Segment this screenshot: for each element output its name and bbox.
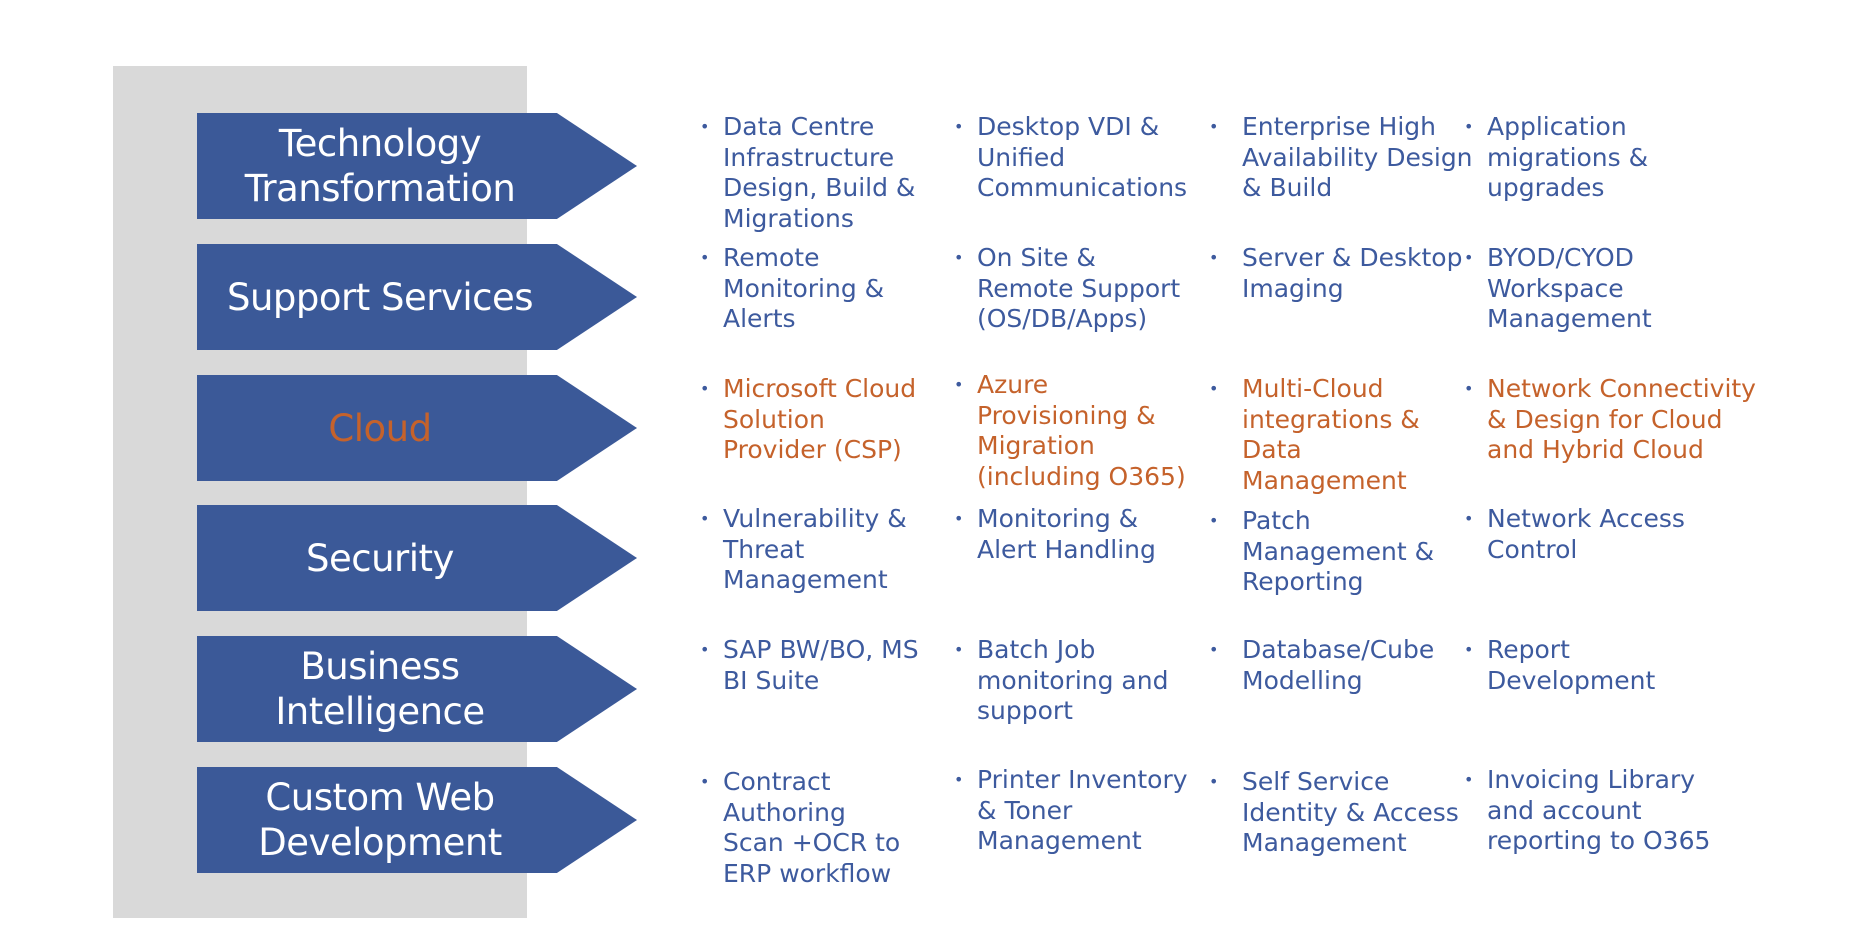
service-item-text: Network Access Control	[1487, 504, 1685, 564]
service-item: • Contract Authoring Scan +OCR to ERP wor…	[700, 767, 953, 889]
service-item: • Vulnerability & Threat Management	[700, 504, 953, 596]
service-item: • On Site & Remote Support (OS/DB/Apps)	[954, 243, 1209, 335]
service-item: • Report Development	[1464, 635, 1777, 696]
service-item-text: Remote Monitoring & Alerts	[723, 243, 885, 333]
service-item: • SAP BW/BO, MS BI Suite	[700, 635, 953, 696]
service-item: • Data Centre Infrastructure Design, Buil…	[700, 112, 953, 234]
bullet-icon: •	[1209, 117, 1219, 136]
bullet-icon: •	[954, 640, 964, 659]
service-item: • Invoicing Library and account reporting…	[1464, 765, 1777, 857]
service-item-text: Data Centre Infrastructure Design, Build…	[723, 112, 916, 233]
service-item-text: Contract Authoring Scan +OCR to ERP work…	[723, 767, 901, 888]
service-item: • Multi-Cloud integrations & Data Managem…	[1209, 374, 1474, 496]
bullet-icon: •	[1209, 772, 1219, 791]
bullet-icon: •	[1209, 379, 1219, 398]
service-item-text: Network Connectivity & Design for Cloud …	[1487, 374, 1756, 464]
service-item: • Microsoft Cloud Solution Provider (CSP)	[700, 374, 953, 466]
service-item-text: Database/Cube Modelling	[1242, 635, 1435, 695]
bullet-icon: •	[700, 640, 710, 659]
category-title: Security	[306, 536, 454, 580]
bullet-icon: •	[700, 772, 710, 791]
category-arrow: Cloud	[197, 375, 637, 481]
service-item-text: BYOD/CYOD Workspace Management	[1487, 243, 1652, 333]
category-title: Business Intelligence	[275, 645, 485, 733]
bullet-icon: •	[954, 770, 964, 789]
bullet-icon: •	[954, 248, 964, 267]
service-item-text: Enterprise High Availability Design & Bu…	[1242, 112, 1473, 202]
service-item-text: Desktop VDI & Unified Communications	[977, 112, 1188, 202]
bullet-icon: •	[700, 248, 710, 267]
category-arrow: Technology Transformation	[197, 113, 637, 219]
service-item: • Remote Monitoring & Alerts	[700, 243, 953, 335]
bullet-icon: •	[1209, 248, 1219, 267]
service-item: • Database/Cube Modelling	[1209, 635, 1474, 696]
category-title: Custom Web Development	[258, 776, 502, 864]
bullet-icon: •	[1464, 248, 1474, 267]
bullet-icon: •	[1209, 640, 1219, 659]
bullet-icon: •	[700, 379, 710, 398]
bullet-icon: •	[1464, 509, 1474, 528]
service-item-text: Server & Desktop Imaging	[1242, 243, 1463, 303]
service-item-text: Monitoring & Alert Handling	[977, 504, 1156, 564]
service-item-text: Printer Inventory & Toner Management	[977, 765, 1188, 855]
bullet-icon: •	[954, 509, 964, 528]
service-item: • Azure Provisioning & Migration (includi…	[954, 370, 1209, 492]
service-item-text: Azure Provisioning & Migration (includin…	[977, 370, 1186, 491]
service-item: • Network Connectivity & Design for Cloud…	[1464, 374, 1777, 466]
service-item-text: Report Development	[1487, 635, 1656, 695]
service-item: • Application migrations & upgrades	[1464, 112, 1777, 204]
category-title: Cloud	[328, 406, 432, 450]
category-title: Technology Transformation	[244, 122, 516, 210]
category-arrow: Custom Web Development	[197, 767, 637, 873]
category-arrow: Support Services	[197, 244, 637, 350]
service-item-text: Application migrations & upgrades	[1487, 112, 1649, 202]
service-item: • Desktop VDI & Unified Communications	[954, 112, 1209, 204]
service-item: • Self Service Identity & Access Manageme…	[1209, 767, 1474, 859]
bullet-icon: •	[1464, 117, 1474, 136]
service-item-text: Invoicing Library and account reporting …	[1487, 765, 1711, 855]
bullet-icon: •	[1464, 640, 1474, 659]
service-item-text: SAP BW/BO, MS BI Suite	[723, 635, 919, 695]
service-item: •Server & Desktop Imaging	[1209, 243, 1474, 304]
bullet-icon: •	[700, 117, 710, 136]
category-arrow: Business Intelligence	[197, 636, 637, 742]
category-arrow: Security	[197, 505, 637, 611]
service-item: • Patch Management & Reporting	[1209, 506, 1474, 598]
service-item-text: Patch Management & Reporting	[1242, 506, 1435, 596]
bullet-icon: •	[954, 375, 964, 394]
service-item-text: Multi-Cloud integrations & Data Manageme…	[1242, 374, 1420, 495]
service-item: • Monitoring & Alert Handling	[954, 504, 1209, 565]
bullet-icon: •	[700, 509, 710, 528]
service-item-text: Vulnerability & Threat Management	[723, 504, 907, 594]
bullet-icon: •	[954, 117, 964, 136]
service-item: • Printer Inventory & Toner Management	[954, 765, 1209, 857]
service-item: • Batch Job monitoring and support	[954, 635, 1209, 727]
service-item-text: Self Service Identity & Access Managemen…	[1242, 767, 1459, 857]
service-item-text: Microsoft Cloud Solution Provider (CSP)	[723, 374, 917, 464]
bullet-icon: •	[1209, 511, 1219, 530]
bullet-icon: •	[1464, 770, 1474, 789]
service-item: • BYOD/CYOD Workspace Management	[1464, 243, 1777, 335]
category-title: Support Services	[226, 275, 534, 319]
bullet-icon: •	[1464, 379, 1474, 398]
service-item: •Enterprise High Availability Design & B…	[1209, 112, 1474, 204]
service-item-text: Batch Job monitoring and support	[977, 635, 1169, 725]
service-item-text: On Site & Remote Support (OS/DB/Apps)	[977, 243, 1181, 333]
service-item: • Network Access Control	[1464, 504, 1777, 565]
